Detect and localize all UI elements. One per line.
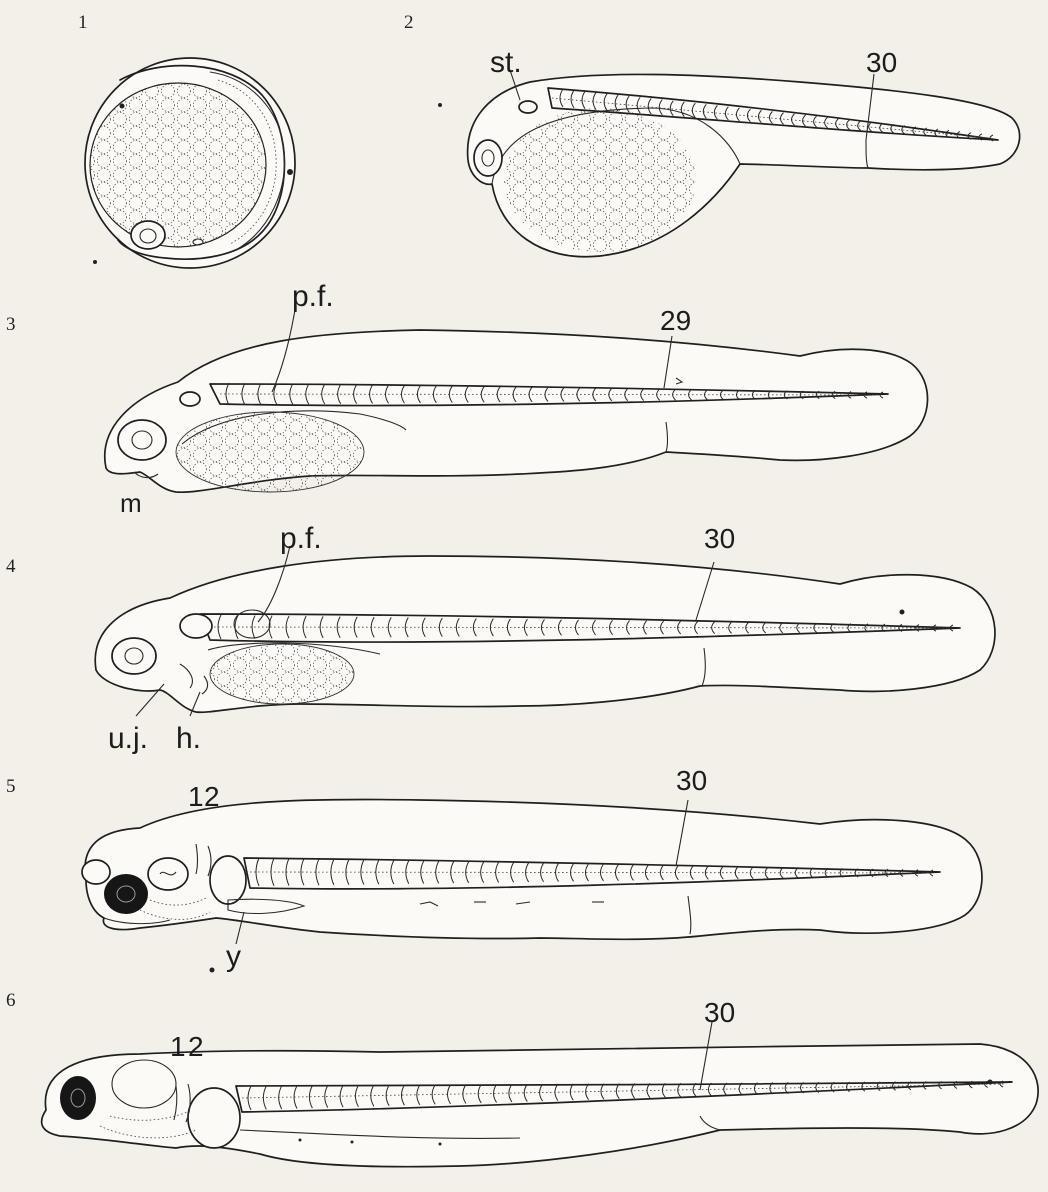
label-uj: u.j. xyxy=(108,722,148,755)
figure-1-egg xyxy=(85,58,295,268)
figure-number-2: 2 xyxy=(404,12,414,33)
label-2-fig5: 2 xyxy=(204,781,220,812)
label-h: h. xyxy=(176,722,201,755)
label-pf-fig3: p.f. xyxy=(292,280,334,313)
label-somite-count-fig3: 29 xyxy=(660,305,691,336)
figure-4-larva xyxy=(95,546,995,716)
figure-number-5: 5 xyxy=(6,776,16,797)
label-y: y xyxy=(226,940,241,973)
label-1-fig5: 1 xyxy=(188,781,204,812)
label-m: m xyxy=(120,488,142,518)
figure-number-1: 1 xyxy=(78,12,88,33)
figure-2-embryo xyxy=(438,70,1020,257)
label-somite-count-fig5: 30 xyxy=(676,765,707,796)
label-pf-fig4: p.f. xyxy=(280,522,322,555)
label-2-fig6: 2 xyxy=(188,1031,204,1062)
figure-number-6: 6 xyxy=(6,990,16,1011)
label-st: st. xyxy=(490,46,522,79)
figure-number-3: 3 xyxy=(6,314,16,335)
figure-number-4: 4 xyxy=(6,556,16,577)
label-somite-count-fig4: 30 xyxy=(704,523,735,554)
figure-3-larva xyxy=(105,304,928,492)
label-somite-count-fig2: 30 xyxy=(866,47,897,78)
label-1-fig6: 1 xyxy=(170,1031,186,1062)
figure-5-larva xyxy=(82,799,982,972)
label-somite-count-fig6: 30 xyxy=(704,997,735,1028)
